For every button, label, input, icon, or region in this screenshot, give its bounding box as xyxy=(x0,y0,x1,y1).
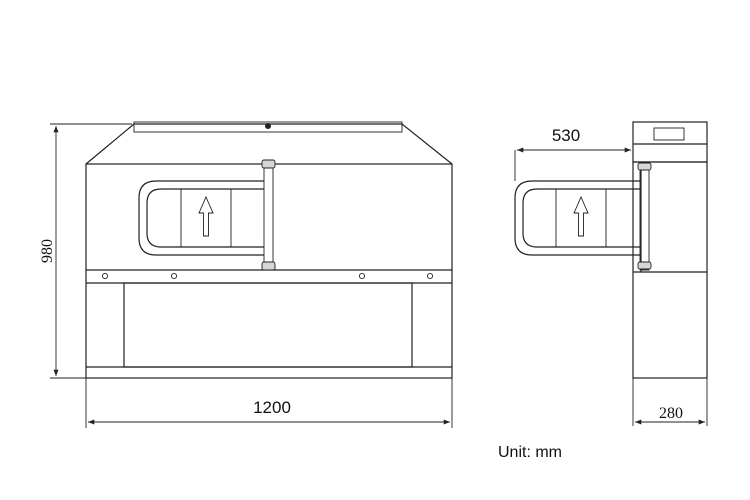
front-top-cap xyxy=(85,123,453,165)
arm-length-label: 530 xyxy=(552,126,580,145)
unit-label: Unit: mm xyxy=(498,444,562,461)
side-column xyxy=(632,161,708,379)
side-view: 530 280 xyxy=(514,121,708,426)
post-cap-bottom xyxy=(261,261,276,271)
bolt xyxy=(170,272,178,280)
bolt xyxy=(101,272,109,280)
front-top-plate xyxy=(133,121,403,133)
up-arrow-icon xyxy=(198,195,214,237)
side-glass-panel xyxy=(555,188,607,248)
front-lower-panel xyxy=(123,282,413,368)
up-arrow-icon xyxy=(573,195,589,237)
front-glass-panel xyxy=(180,188,232,248)
bolt xyxy=(426,272,434,280)
depth-label: 280 xyxy=(659,405,683,422)
front-view: 980 1200 xyxy=(39,121,453,428)
width-label: 1200 xyxy=(253,398,291,417)
height-label: 980 xyxy=(39,239,56,263)
side-display-window xyxy=(653,127,685,141)
top-screw xyxy=(265,123,271,129)
post-cap-top xyxy=(261,159,276,169)
front-post xyxy=(263,163,274,271)
bolt xyxy=(358,272,366,280)
front-body xyxy=(85,163,453,379)
